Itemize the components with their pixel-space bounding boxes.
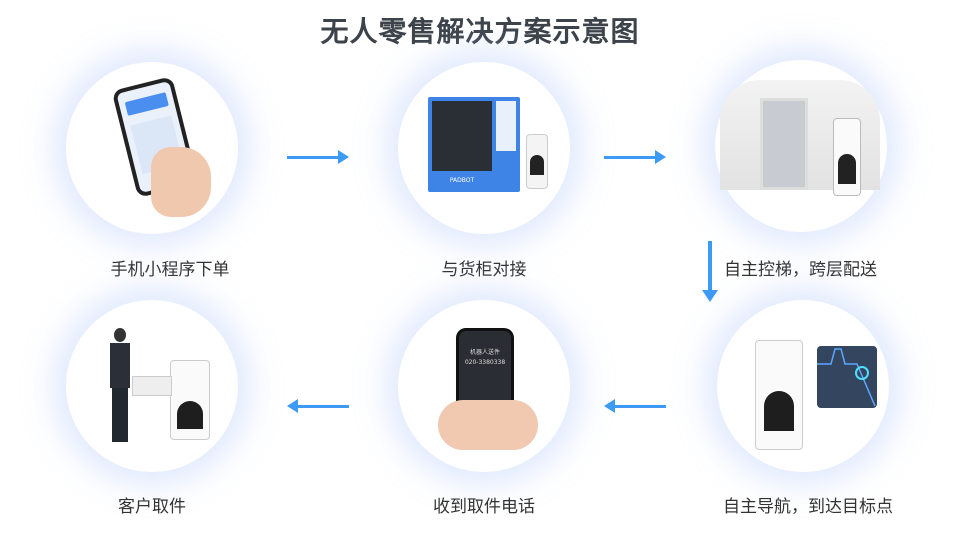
step-label-vending: 与货柜对接 bbox=[441, 260, 527, 280]
step-circle-order bbox=[66, 62, 238, 234]
caller-name: 机器人送件 bbox=[469, 349, 500, 356]
step-label-order: 手机小程序下单 bbox=[110, 260, 230, 280]
step-circle-call: 机器人送件 020-3380338 bbox=[398, 300, 570, 472]
robot-icon bbox=[526, 134, 548, 189]
step-circle-vending: PADBOT bbox=[398, 62, 570, 234]
arrow-down-icon bbox=[702, 241, 718, 302]
arrow-right-icon bbox=[604, 150, 666, 164]
step-label-elevator: 自主控梯，跨层配送 bbox=[724, 260, 877, 280]
step-circle-navigation bbox=[717, 300, 889, 472]
robot-icon bbox=[833, 118, 861, 196]
step-circle-pickup bbox=[66, 300, 238, 472]
caller-number: 020-3380338 bbox=[464, 359, 506, 366]
arrow-right-icon bbox=[287, 150, 349, 164]
robot-icon bbox=[170, 360, 210, 440]
step-label-call: 收到取件电话 bbox=[433, 497, 535, 517]
step-label-pickup: 客户取件 bbox=[118, 497, 186, 517]
step-circle-elevator bbox=[715, 60, 887, 232]
arrow-left-icon bbox=[287, 399, 349, 413]
arrow-left-icon bbox=[604, 399, 666, 413]
machine-brand: PADBOT bbox=[449, 177, 475, 184]
step-label-navigation: 自主导航，到达目标点 bbox=[723, 497, 893, 517]
map-icon bbox=[817, 346, 877, 408]
customer-figure bbox=[110, 328, 132, 444]
robot-icon bbox=[755, 340, 803, 450]
page-title: 无人零售解决方案示意图 bbox=[320, 15, 640, 48]
vending-machine-illustration: PADBOT bbox=[428, 97, 520, 192]
